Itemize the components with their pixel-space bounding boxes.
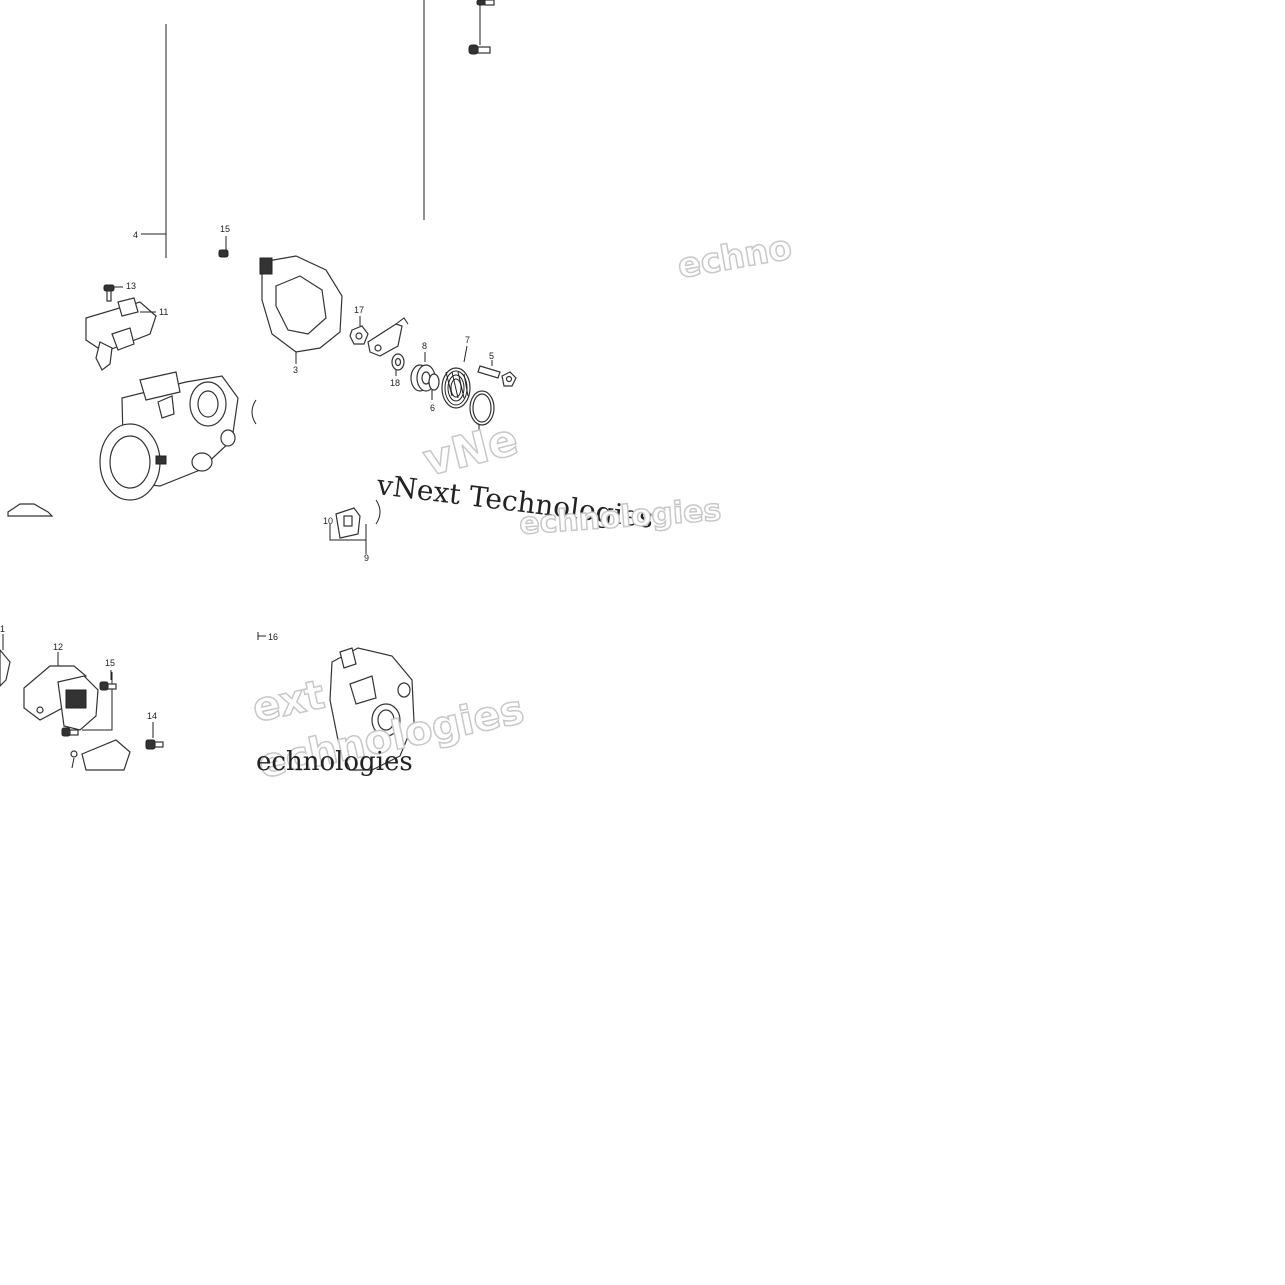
partial-part-left (7, 503, 54, 517)
o-ring-2 (469, 390, 495, 430)
screw-15-upper (218, 236, 229, 258)
callout-18: 18 (390, 378, 400, 388)
watermark-fragment-ext-text: ext (249, 672, 329, 732)
screw-13 (103, 284, 123, 302)
callout-11: 11 (159, 307, 168, 317)
callout-12: 12 (53, 642, 63, 652)
leader-16 (257, 632, 266, 640)
callout-2: 2 (476, 429, 481, 439)
callout-14: 14 (147, 711, 157, 721)
callout-16: 16 (268, 632, 278, 642)
callout-17: 17 (354, 305, 364, 315)
callout-8: 8 (422, 341, 427, 351)
housing-lower (329, 647, 415, 771)
screw-14 (145, 722, 164, 750)
watermark-fragment-lower-dark: echnologies (256, 747, 413, 777)
cover-3 (259, 255, 343, 364)
lever-plate (367, 317, 409, 357)
bolt-top-1 (476, 0, 495, 6)
sensor-11 (85, 297, 157, 371)
pin-5 (477, 360, 517, 387)
watermark-fragment-top-text: echno (675, 228, 795, 287)
callout-15-upper: 15 (220, 224, 230, 234)
callout-1: 1 (0, 624, 5, 634)
washer-18 (391, 353, 405, 376)
callout-15-lower: 15 (105, 658, 115, 668)
arc-fragment-2 (375, 499, 381, 525)
idle-motor-12 (23, 652, 113, 731)
watermark-fragment-ext: ext (249, 672, 329, 732)
callout-9: 9 (364, 553, 369, 563)
callout-3: 3 (293, 365, 298, 375)
callout-10: 10 (323, 516, 333, 526)
callout-6: 6 (430, 403, 435, 413)
callout-5: 5 (489, 351, 494, 361)
throttle-body (99, 371, 239, 501)
spring-7 (441, 345, 471, 409)
sensor-lower (70, 739, 131, 771)
leader-1 (0, 634, 11, 687)
callout-13: 13 (126, 281, 136, 291)
arc-fragment-1 (251, 399, 257, 425)
bolt-top-2 (468, 44, 491, 55)
watermark-fragment-top: echno (675, 228, 795, 287)
screw-lower-2 (61, 727, 79, 737)
screw-15-lower (99, 670, 117, 691)
nut-17 (349, 316, 369, 345)
callout-7: 7 (465, 335, 470, 345)
bracket-10 (329, 507, 367, 554)
ring-6 (428, 373, 440, 400)
watermark-fragment-lower-dark-text: echnologies (256, 747, 413, 777)
callout-4: 4 (133, 230, 138, 240)
